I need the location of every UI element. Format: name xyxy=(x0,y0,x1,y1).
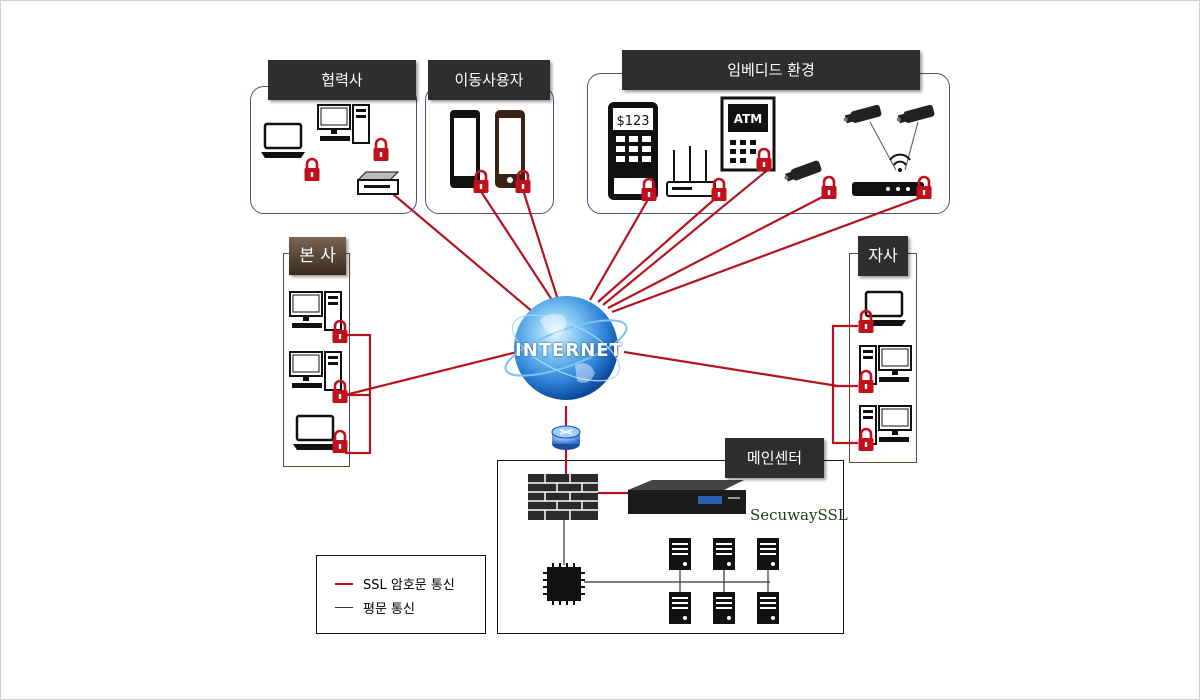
ssl-link-camera xyxy=(607,193,829,309)
internet-label: INTERNET xyxy=(515,340,623,361)
cctv-camera-icon xyxy=(842,104,883,126)
ssl-link-hq xyxy=(344,348,526,397)
server-icon xyxy=(757,538,779,570)
partner-appliance-icon xyxy=(356,171,400,195)
lock-icon xyxy=(303,157,321,183)
ssl-link-partner xyxy=(392,193,541,319)
legend: SSL 암호문 통신 평문 통신 xyxy=(316,555,486,634)
lock-icon xyxy=(372,137,390,163)
server-icon xyxy=(713,538,735,570)
hq-label: 본 사 xyxy=(289,237,346,275)
secuway-ssl-label: SecuwaySSL xyxy=(750,506,848,524)
lock-icon xyxy=(820,175,838,201)
ssl-links xyxy=(344,167,926,495)
legend-plain-label: 평문 통신 xyxy=(363,602,415,617)
ssl-link-branch xyxy=(623,350,839,388)
plain-link-switch-servers xyxy=(584,565,770,592)
partner-label: 협력사 xyxy=(268,60,416,100)
firewall-icon xyxy=(528,474,598,520)
wireless-router-icon xyxy=(852,153,924,196)
router-icon xyxy=(551,425,581,450)
main-center-label: 메인센터 xyxy=(725,438,824,478)
legend-item-ssl: SSL 암호문 통신 xyxy=(335,574,455,593)
server-icon xyxy=(669,592,691,624)
switch-chip-icon xyxy=(543,563,585,605)
pos-terminal-icon: $123 xyxy=(608,102,658,200)
mobile-user-label: 이동사용자 xyxy=(428,60,550,100)
branch-bus xyxy=(831,324,858,445)
ssl-gateway-appliance-icon xyxy=(628,480,746,514)
legend-plain-line xyxy=(335,607,353,608)
partner-desktop-icon xyxy=(317,104,370,144)
mobile-group-box xyxy=(425,86,554,214)
hq-laptop-icon xyxy=(291,414,339,452)
lock-icon xyxy=(472,169,490,195)
ssl-link-pos xyxy=(589,195,651,301)
camera-mount-lines xyxy=(869,121,919,171)
smartphone-icon xyxy=(495,110,525,188)
hq-bus xyxy=(345,333,372,455)
server-icon xyxy=(669,538,691,570)
cctv-camera-icon xyxy=(782,159,823,185)
ssl-link-atm xyxy=(602,167,771,306)
server-icon xyxy=(713,592,735,624)
legend-ssl-label: SSL 암호문 통신 xyxy=(363,578,455,593)
lock-icon xyxy=(331,429,349,455)
ssl-link-router xyxy=(611,194,926,314)
smartphone-icon xyxy=(450,110,480,188)
legend-item-plain: 평문 통신 xyxy=(335,598,415,617)
partner-laptop-icon xyxy=(259,122,307,160)
modem-icon xyxy=(666,146,716,197)
ssl-link-mobile-2 xyxy=(521,189,560,301)
atm-screen-text: ATM xyxy=(734,112,762,126)
cctv-camera-icon xyxy=(895,104,936,126)
pos-price-text: $123 xyxy=(616,114,649,129)
hq-desktop-icon xyxy=(289,351,342,391)
server-icon xyxy=(757,592,779,624)
ssl-link-mobile-1 xyxy=(479,189,553,301)
legend-ssl-line xyxy=(335,582,353,585)
ssl-link-modem xyxy=(597,195,719,303)
branch-desktop-icon xyxy=(859,345,912,385)
hq-desktop-icon xyxy=(289,291,342,331)
branch-label: 자사 xyxy=(858,236,908,276)
internet-globe-icon xyxy=(504,296,628,400)
plain-links xyxy=(563,520,770,592)
lock-icon xyxy=(710,177,728,203)
lock-icon xyxy=(915,175,933,201)
embedded-env-label: 임베디드 환경 xyxy=(622,50,920,90)
